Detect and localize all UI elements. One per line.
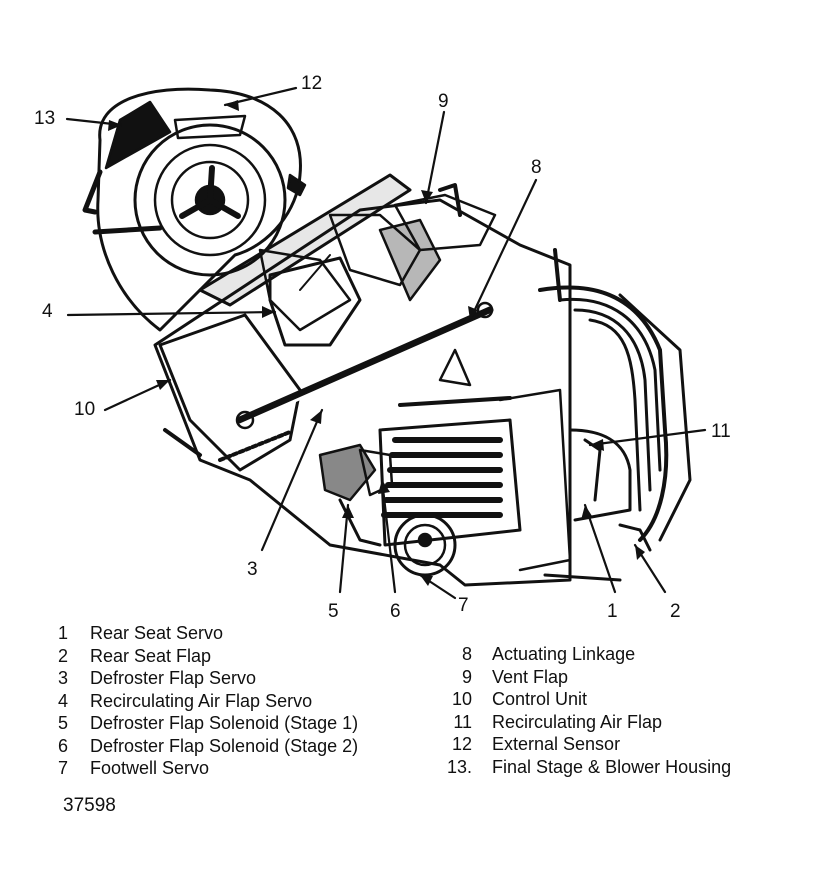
legend-label: Rear Seat Servo [90, 623, 224, 643]
arrowheads [108, 100, 645, 586]
legend-item: 9 Vent Flap [442, 666, 731, 689]
legend-label: Defroster Flap Solenoid (Stage 1) [90, 713, 359, 733]
callout-6: 6 [390, 601, 401, 622]
heater-box [153, 173, 692, 587]
recirculating-air-flap [543, 428, 652, 582]
legend-label: Control Unit [492, 689, 588, 709]
legend-item: 6 Defroster Flap Solenoid (Stage 2) [50, 735, 358, 758]
legend-number: 12 [451, 734, 472, 754]
legend-item: 5 Defroster Flap Solenoid (Stage 1) [50, 712, 358, 735]
callout-1: 1 [607, 601, 618, 622]
callout-10: 10 [74, 399, 96, 420]
heater-assembly-illustration [65, 86, 707, 600]
legend-item: 3 Defroster Flap Servo [50, 667, 358, 690]
legend-number: 13. [446, 756, 472, 777]
legend-item: 1 Rear Seat Servo [50, 622, 358, 645]
figure-number: 37598 [63, 795, 116, 816]
legend-label: Recirculating Air Flap Servo [90, 690, 313, 711]
legend-item: 13. Final Stage & Blower Housing [442, 756, 731, 779]
legend-number: 5 [57, 713, 68, 733]
leader-lines [65, 86, 707, 600]
callout-3: 3 [247, 559, 258, 580]
legend-number: 3 [57, 668, 68, 688]
legend-number: 8 [461, 644, 472, 664]
legend-label: Footwell Servo [90, 758, 210, 778]
legend-right: 8 Actuating Linkage 9 Vent Flap 10 Control … [442, 643, 731, 778]
recirculating-air-flap-servo [268, 254, 362, 347]
legend-number: 1 [57, 623, 68, 643]
callout-9: 9 [438, 91, 449, 112]
callout-8: 8 [531, 157, 542, 178]
legend-label: Rear Seat Flap [90, 645, 212, 666]
control-unit [158, 313, 302, 472]
legend-item: 12 External Sensor [442, 733, 731, 756]
legend-number: 6 [57, 735, 68, 756]
legend-label: External Sensor [492, 734, 621, 754]
callout-12: 12 [301, 73, 323, 94]
legend-number: 7 [57, 758, 68, 778]
legend-label: Defroster Flap Servo [90, 668, 257, 688]
blower-housing [82, 87, 307, 332]
legend-number: 2 [57, 645, 68, 666]
legend-label: Final Stage & Blower Housing [492, 756, 732, 777]
legend-label: Recirculating Air Flap [492, 711, 663, 732]
legend-number: 11 [453, 711, 472, 732]
legend-number: 10 [451, 689, 472, 709]
legend-item: 2 Rear Seat Flap [50, 645, 358, 668]
callout-2: 2 [670, 601, 681, 622]
callout-4: 4 [42, 301, 53, 322]
footwell-servo [393, 513, 457, 577]
actuating-linkage [235, 301, 494, 430]
legend-item: 11 Recirculating Air Flap [442, 711, 731, 734]
legend-item: 7 Footwell Servo [50, 757, 358, 780]
legend-item: 10 Control Unit [442, 688, 731, 711]
callout-13: 13 [34, 108, 56, 129]
callout-5: 5 [328, 601, 339, 622]
legend-number: 9 [461, 666, 472, 687]
legend-item: 8 Actuating Linkage [442, 643, 731, 666]
legend-label: Actuating Linkage [492, 644, 636, 664]
legend-item: 4 Recirculating Air Flap Servo [50, 690, 358, 713]
callout-11: 11 [711, 421, 731, 442]
callout-7: 7 [458, 595, 469, 616]
legend-number: 4 [57, 690, 68, 711]
legend-label: Defroster Flap Solenoid (Stage 2) [90, 735, 359, 756]
legend-label: Vent Flap [492, 666, 569, 687]
